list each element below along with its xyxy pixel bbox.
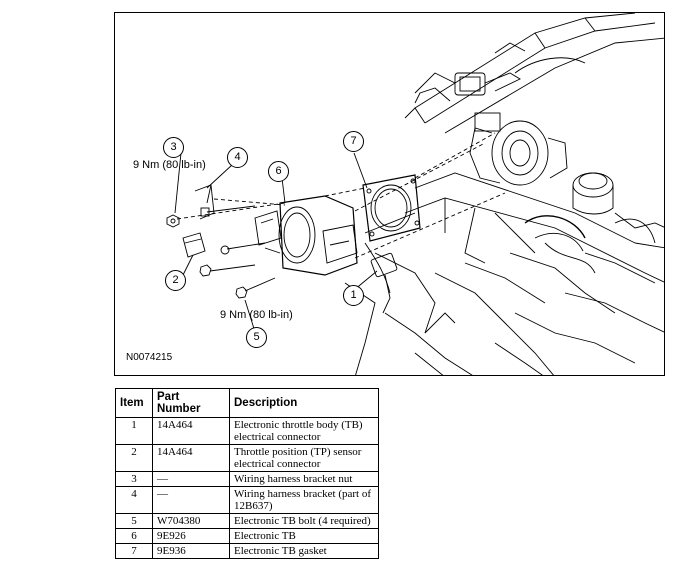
- table-row: 6 9E926 Electronic TB: [115, 528, 379, 544]
- callout-1: 1: [343, 285, 364, 306]
- exploded-view-figure: 3 4 6 7 2 1 5 9 Nm (80 lb-in) 9 Nm (80 l…: [114, 12, 665, 376]
- torque-spec-nut: 9 Nm (80 lb-in): [133, 159, 206, 171]
- header-item: Item: [115, 388, 153, 418]
- table-row: 1 14A464 Electronic throttle body (TB) e…: [115, 417, 379, 445]
- callout-6: 6: [268, 161, 289, 182]
- cell-description: Electronic throttle body (TB) electrical…: [229, 417, 379, 445]
- callout-5: 5: [246, 327, 267, 348]
- table-row: 3 — Wiring harness bracket nut: [115, 471, 379, 487]
- header-description: Description: [229, 388, 379, 418]
- header-part-number: Part Number: [152, 388, 230, 418]
- cell-item: 3: [115, 471, 153, 487]
- cell-item: 2: [115, 444, 153, 472]
- cell-item: 1: [115, 417, 153, 445]
- cell-description: Electronic TB bolt (4 required): [229, 513, 379, 529]
- engine-illustration: [166, 13, 664, 375]
- cell-description: Wiring harness bracket (part of 12B637): [229, 486, 379, 514]
- cell-part-number: 14A464: [152, 444, 230, 472]
- callout-2: 2: [165, 270, 186, 291]
- cell-description: Electronic TB: [229, 528, 379, 544]
- table-row: 7 9E936 Electronic TB gasket: [115, 543, 379, 559]
- table-row: 4 — Wiring harness bracket (part of 12B6…: [115, 486, 379, 514]
- cell-description: Throttle position (TP) sensor electrical…: [229, 444, 379, 472]
- cell-part-number: 9E926: [152, 528, 230, 544]
- table-header-row: Item Part Number Description: [115, 388, 379, 418]
- callout-3: 3: [163, 137, 184, 158]
- cell-part-number: 14A464: [152, 417, 230, 445]
- cell-item: 5: [115, 513, 153, 529]
- cell-part-number: —: [152, 471, 230, 487]
- cell-part-number: —: [152, 486, 230, 514]
- table-row: 2 14A464 Throttle position (TP) sensor e…: [115, 444, 379, 472]
- callout-7: 7: [343, 131, 364, 152]
- cell-item: 4: [115, 486, 153, 514]
- cell-description: Wiring harness bracket nut: [229, 471, 379, 487]
- torque-spec-bolt: 9 Nm (80 lb-in): [220, 309, 293, 321]
- cell-part-number: W704380: [152, 513, 230, 529]
- cell-item: 6: [115, 528, 153, 544]
- cell-item: 7: [115, 543, 153, 559]
- table-row: 5 W704380 Electronic TB bolt (4 required…: [115, 513, 379, 529]
- figure-id: N0074215: [126, 352, 173, 363]
- cell-description: Electronic TB gasket: [229, 543, 379, 559]
- cell-part-number: 9E936: [152, 543, 230, 559]
- parts-table: Item Part Number Description 1 14A464 El…: [115, 388, 379, 559]
- callout-4: 4: [227, 147, 248, 168]
